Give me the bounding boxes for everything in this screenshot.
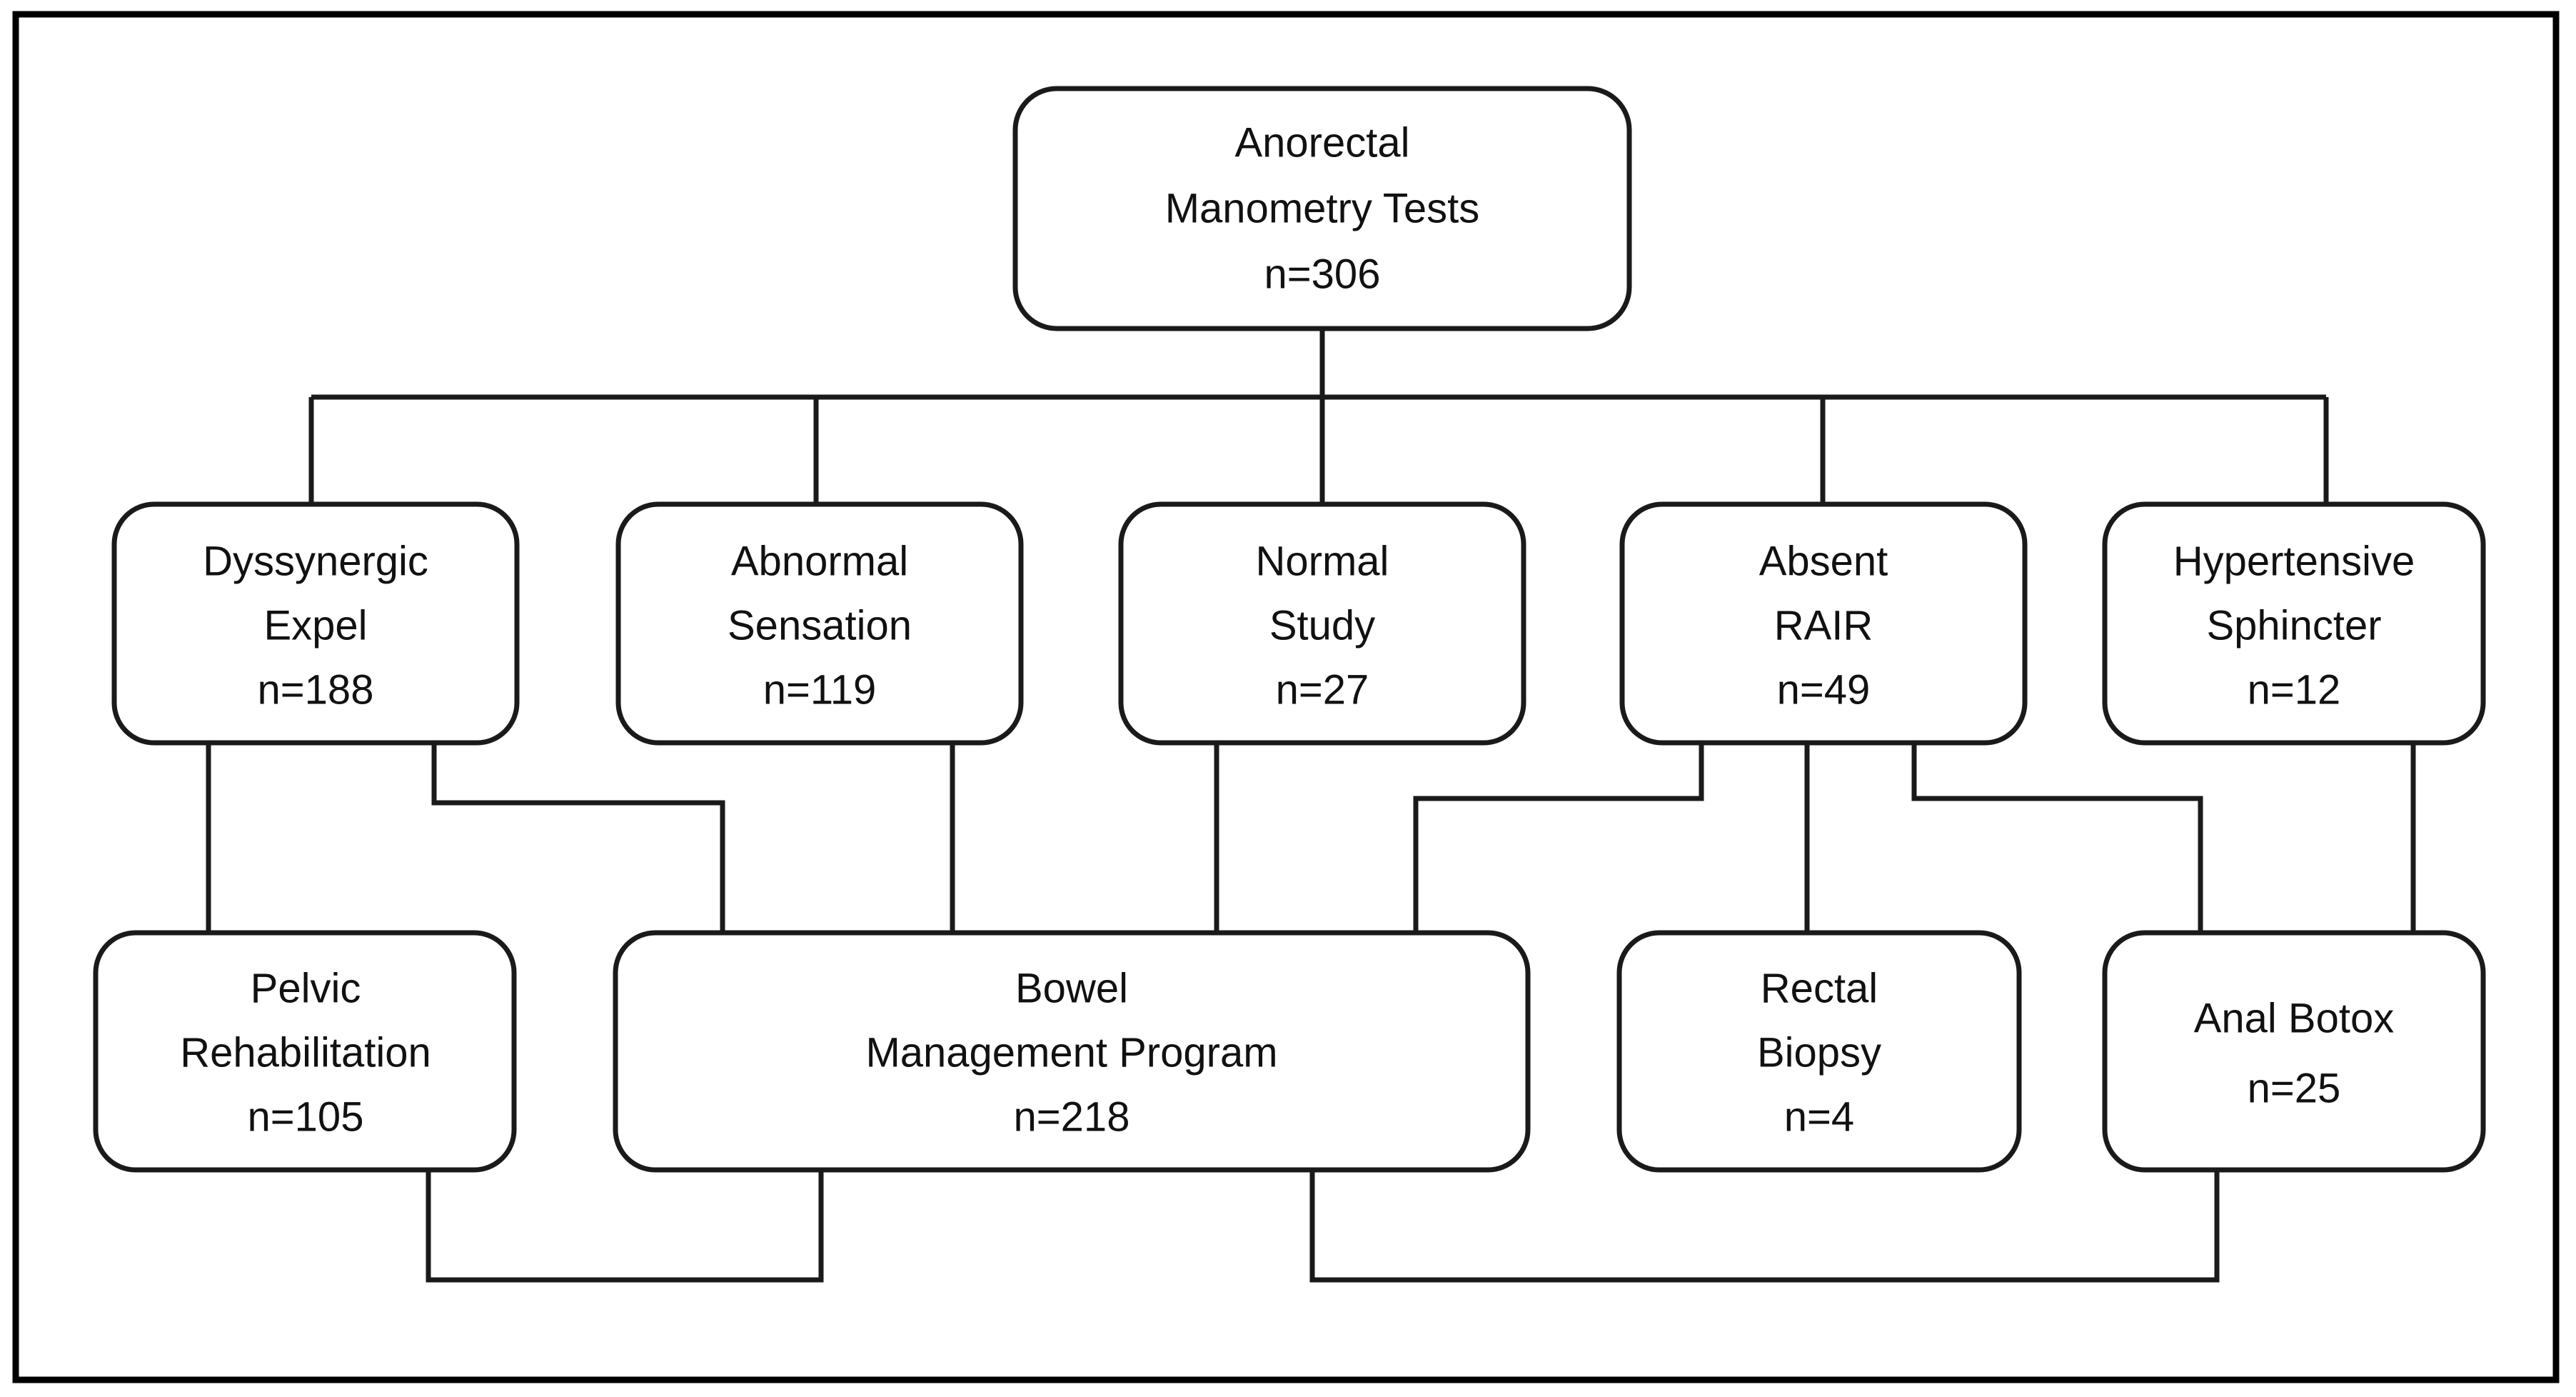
- node-abnormal-sensation[interactable]: Abnormal Sensation n=119: [615, 501, 1024, 746]
- node-absent-rair-line1: Absent: [1759, 538, 1888, 584]
- node-pelvic-rehabilitation[interactable]: Pelvic Rehabilitation n=105: [93, 930, 517, 1173]
- node-dyssynergic-expel-line1: Dyssynergic: [203, 538, 428, 584]
- node-normal-study-line2: Study: [1269, 602, 1375, 649]
- connector-dyssynergic-expel-to-bowel-management: [431, 743, 725, 933]
- connector-absent-rair-to-bowel-management: [1413, 743, 1704, 933]
- node-abnormal-sensation-line1: Abnormal: [731, 538, 908, 584]
- node-hypertensive-sphincter-line2: Sphincter: [2206, 602, 2381, 649]
- node-rectal-biopsy[interactable]: Rectal Biopsy n=4: [1616, 930, 2022, 1173]
- node-hypertensive-sphincter-count: n=12: [2248, 666, 2341, 713]
- node-box-abnormal-sensation[interactable]: [615, 501, 1024, 746]
- node-rectal-biopsy-count: n=4: [1784, 1093, 1854, 1140]
- node-anal-botox[interactable]: Anal Botox n=25: [2102, 930, 2486, 1173]
- node-root-line1: Anorectal: [1234, 119, 1409, 166]
- node-box-pelvic-rehabilitation[interactable]: [93, 930, 517, 1173]
- node-hypertensive-sphincter[interactable]: Hypertensive Sphincter n=12: [2102, 501, 2486, 746]
- node-box-bowel-management-program[interactable]: [613, 930, 1531, 1173]
- node-root-line2: Manometry Tests: [1165, 185, 1480, 231]
- node-normal-study[interactable]: Normal Study n=27: [1118, 501, 1526, 746]
- node-root-count: n=306: [1264, 251, 1381, 297]
- node-anorectal-manometry-tests[interactable]: Anorectal Manometry Tests n=306: [1012, 86, 1632, 331]
- node-absent-rair-count: n=49: [1777, 666, 1871, 713]
- node-dyssynergic-expel[interactable]: Dyssynergic Expel n=188: [111, 501, 520, 746]
- node-pelvic-rehabilitation-line1: Pelvic: [251, 965, 361, 1011]
- node-bowel-management-program-line2: Management Program: [865, 1029, 1277, 1076]
- node-dyssynergic-expel-count: n=188: [258, 666, 374, 713]
- connector-absent-rair-to-anal-botox: [1911, 743, 2203, 933]
- node-box-normal-study[interactable]: [1118, 501, 1526, 746]
- node-pelvic-rehabilitation-line2: Rehabilitation: [180, 1029, 431, 1076]
- node-abnormal-sensation-line2: Sensation: [728, 602, 912, 649]
- connector-bowel-management-to-anal-botox-bottom: [1309, 1170, 2220, 1283]
- node-dyssynergic-expel-line2: Expel: [263, 602, 367, 649]
- node-pelvic-rehabilitation-count: n=105: [248, 1093, 364, 1140]
- node-bowel-management-program-line1: Bowel: [1015, 965, 1128, 1011]
- node-box-anal-botox[interactable]: [2102, 930, 2486, 1173]
- node-abnormal-sensation-count: n=119: [763, 666, 877, 713]
- connector-pelvic-rehabilitation-to-bowel-management-bottom: [426, 1170, 824, 1283]
- node-box-rectal-biopsy[interactable]: [1616, 930, 2022, 1173]
- node-bowel-management-program[interactable]: Bowel Management Program n=218: [613, 930, 1531, 1173]
- node-rectal-biopsy-line2: Biopsy: [1757, 1029, 1881, 1076]
- node-absent-rair-line2: RAIR: [1774, 602, 1873, 649]
- node-box-root[interactable]: [1012, 86, 1632, 331]
- node-rectal-biopsy-line1: Rectal: [1761, 965, 1878, 1011]
- node-anal-botox-count: n=25: [2248, 1065, 2341, 1111]
- node-anal-botox-line1: Anal Botox: [2194, 995, 2395, 1041]
- node-normal-study-count: n=27: [1276, 666, 1369, 713]
- node-bowel-management-program-count: n=218: [1014, 1093, 1130, 1140]
- node-box-absent-rair[interactable]: [1619, 501, 2028, 746]
- node-box-dyssynergic-expel[interactable]: [111, 501, 520, 746]
- node-absent-rair[interactable]: Absent RAIR n=49: [1619, 501, 2028, 746]
- node-normal-study-line1: Normal: [1256, 538, 1389, 584]
- node-box-hypertensive-sphincter[interactable]: [2102, 501, 2486, 746]
- node-hypertensive-sphincter-line1: Hypertensive: [2173, 538, 2415, 584]
- outer-frame: [12, 11, 2560, 1383]
